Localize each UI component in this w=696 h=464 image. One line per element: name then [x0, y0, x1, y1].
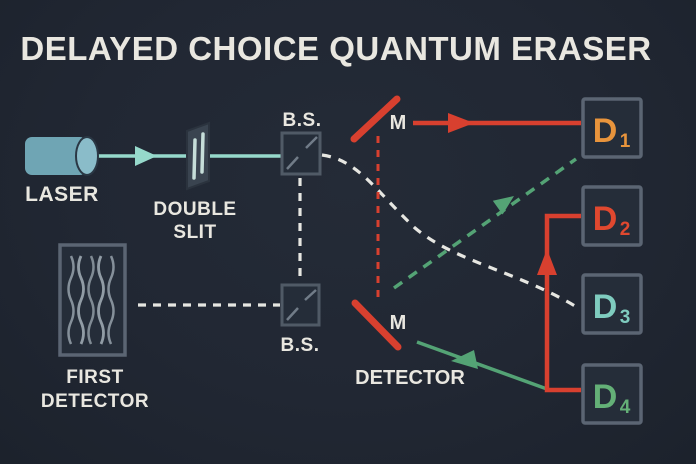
- detector-d2: D 2: [581, 185, 643, 247]
- bs-bottom-diagonal-1: [286, 307, 299, 321]
- first-detector: FIRST DETECTOR: [41, 243, 149, 412]
- green-dashed-beam: [392, 157, 578, 290]
- interference-wave-5: [107, 255, 115, 345]
- bs-bottom-diagonal-2: [304, 289, 317, 301]
- beam-splitter-top: B.S.: [280, 110, 322, 176]
- bs-top-diagonal-1: [286, 156, 299, 170]
- detector-d3-sub: 3: [620, 307, 631, 328]
- detector-d4: D 4: [581, 363, 643, 425]
- first-detector-label-2: DETECTOR: [41, 391, 149, 412]
- detector-d1-sub: 1: [620, 131, 631, 152]
- detector-d3-label: D: [593, 288, 618, 326]
- red-routed-path: [544, 213, 581, 393]
- interference-wave-4: [97, 255, 105, 345]
- laser: LASER: [25, 136, 99, 206]
- double-slit-label-2: SLIT: [173, 222, 216, 243]
- interference-wave-2: [77, 255, 85, 345]
- beam-arrow-icon: [135, 146, 157, 166]
- first-detector-label-1: FIRST: [66, 367, 123, 388]
- detector-d3-box: [581, 273, 643, 335]
- detector-d1: D 1: [581, 97, 643, 159]
- green-solid-beam: [416, 340, 548, 391]
- bs-bottom-label: B.S.: [281, 335, 320, 356]
- dashed-path-curve-to-d3: [321, 153, 581, 311]
- double-slit-label-1: DOUBLE: [153, 199, 236, 220]
- detector-d4-box: [581, 363, 643, 425]
- double-slit-plate: [186, 121, 210, 191]
- detector-d3: D 3: [581, 273, 643, 335]
- green-dashed-arrow-icon: [492, 196, 514, 215]
- red-up-arrow-icon: [537, 249, 557, 275]
- laser-body: [25, 137, 87, 175]
- interference-wave-1: [67, 255, 75, 345]
- beam-splitter-bottom: B.S.: [280, 283, 321, 356]
- detector-mid-label: DETECTOR: [355, 367, 465, 389]
- detector-d4-label: D: [593, 378, 618, 416]
- red-arrow-icon: [448, 113, 474, 133]
- mirror-bottom: M DETECTOR: [351, 299, 465, 389]
- laser-cap: [75, 136, 99, 176]
- bs-top-diagonal-2: [305, 136, 318, 149]
- mirror-bottom-label: M: [390, 312, 407, 334]
- double-slit: DOUBLE SLIT: [153, 121, 236, 243]
- detector-d4-sub: 4: [620, 397, 631, 418]
- interference-wave-3: [87, 255, 95, 345]
- detector-d2-sub: 2: [620, 219, 631, 240]
- mirror-top-label: M: [390, 112, 407, 134]
- bs-top-label: B.S.: [283, 110, 322, 131]
- slit-left: [192, 138, 197, 180]
- mirror-bottom-bar: [351, 299, 402, 351]
- mirror-top-bar: [350, 95, 401, 143]
- slit-right: [200, 132, 205, 174]
- detector-d1-box: [581, 97, 643, 159]
- green-solid-arrow-icon: [451, 350, 478, 369]
- detector-d1-label: D: [593, 112, 618, 150]
- detector-d2-label: D: [593, 200, 618, 238]
- detector-d2-box: [581, 185, 643, 247]
- laser-label: LASER: [25, 183, 99, 206]
- page-title: DELAYED CHOICE QUANTUM ERASER: [20, 30, 651, 67]
- mirror-top: M: [350, 95, 407, 143]
